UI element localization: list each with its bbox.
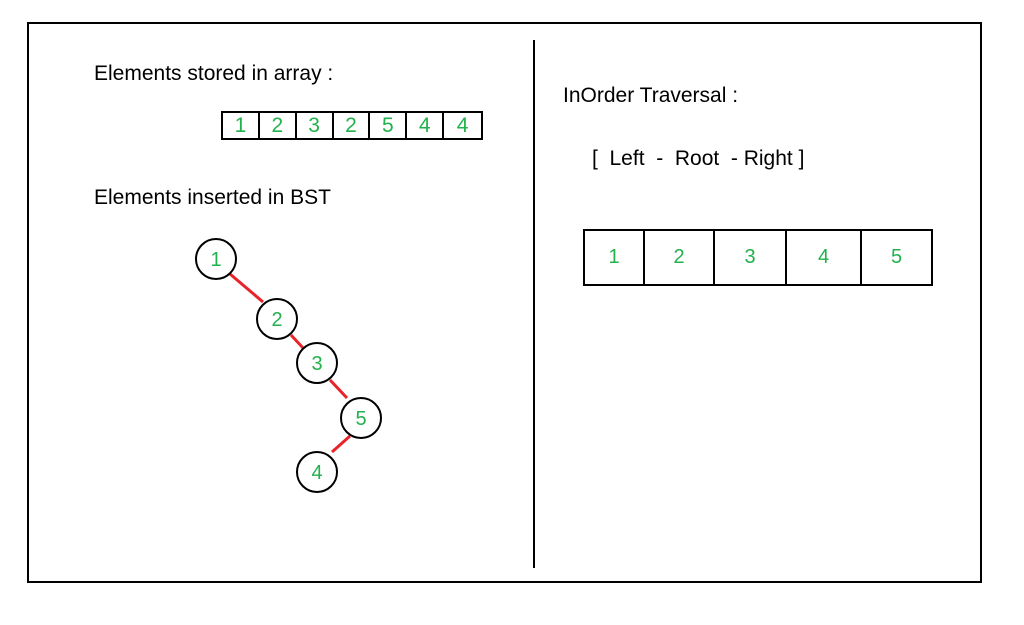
bst-node-circle xyxy=(296,451,338,493)
result-cell: 2 xyxy=(645,231,715,284)
diagram-frame xyxy=(27,22,982,583)
bst-title: Elements inserted in BST xyxy=(94,186,331,209)
result-cell: 4 xyxy=(787,231,862,284)
bst-edge xyxy=(229,272,264,304)
bst-node-circle xyxy=(256,298,298,340)
result-cell: 3 xyxy=(715,231,787,284)
bst-node-circle xyxy=(340,397,382,439)
input-array: 1 2 3 2 5 4 4 xyxy=(221,111,483,140)
result-cell: 5 xyxy=(890,246,903,268)
traversal-title: InOrder Traversal : xyxy=(563,84,739,107)
bst-node-label: 3 xyxy=(311,353,322,375)
bst-edge xyxy=(331,434,351,454)
bst-node-label: 2 xyxy=(271,309,282,331)
panel-divider xyxy=(533,40,535,568)
inorder-result-array: 1 2 3 4 5 xyxy=(583,229,933,286)
bst-node-circle xyxy=(195,238,237,280)
traversal-order: [ Left - Root - Right ] xyxy=(592,147,805,170)
bst-edge xyxy=(328,378,349,400)
bst-node-label: 5 xyxy=(355,408,366,430)
array-cell: 4 xyxy=(407,113,445,138)
array-cell: 2 xyxy=(260,113,297,138)
bst-node-circle xyxy=(296,342,338,384)
array-cell: 3 xyxy=(297,113,334,138)
array-cell: 2 xyxy=(334,113,371,138)
array-cell: 5 xyxy=(370,113,408,138)
array-title: Elements stored in array : xyxy=(94,62,334,85)
array-cell: 4 xyxy=(456,113,469,137)
bst-node-label: 1 xyxy=(210,249,221,271)
bst-node-label: 4 xyxy=(311,462,322,484)
array-cell: 1 xyxy=(223,113,260,138)
bst-edge xyxy=(289,333,306,351)
result-cell: 1 xyxy=(585,231,645,284)
